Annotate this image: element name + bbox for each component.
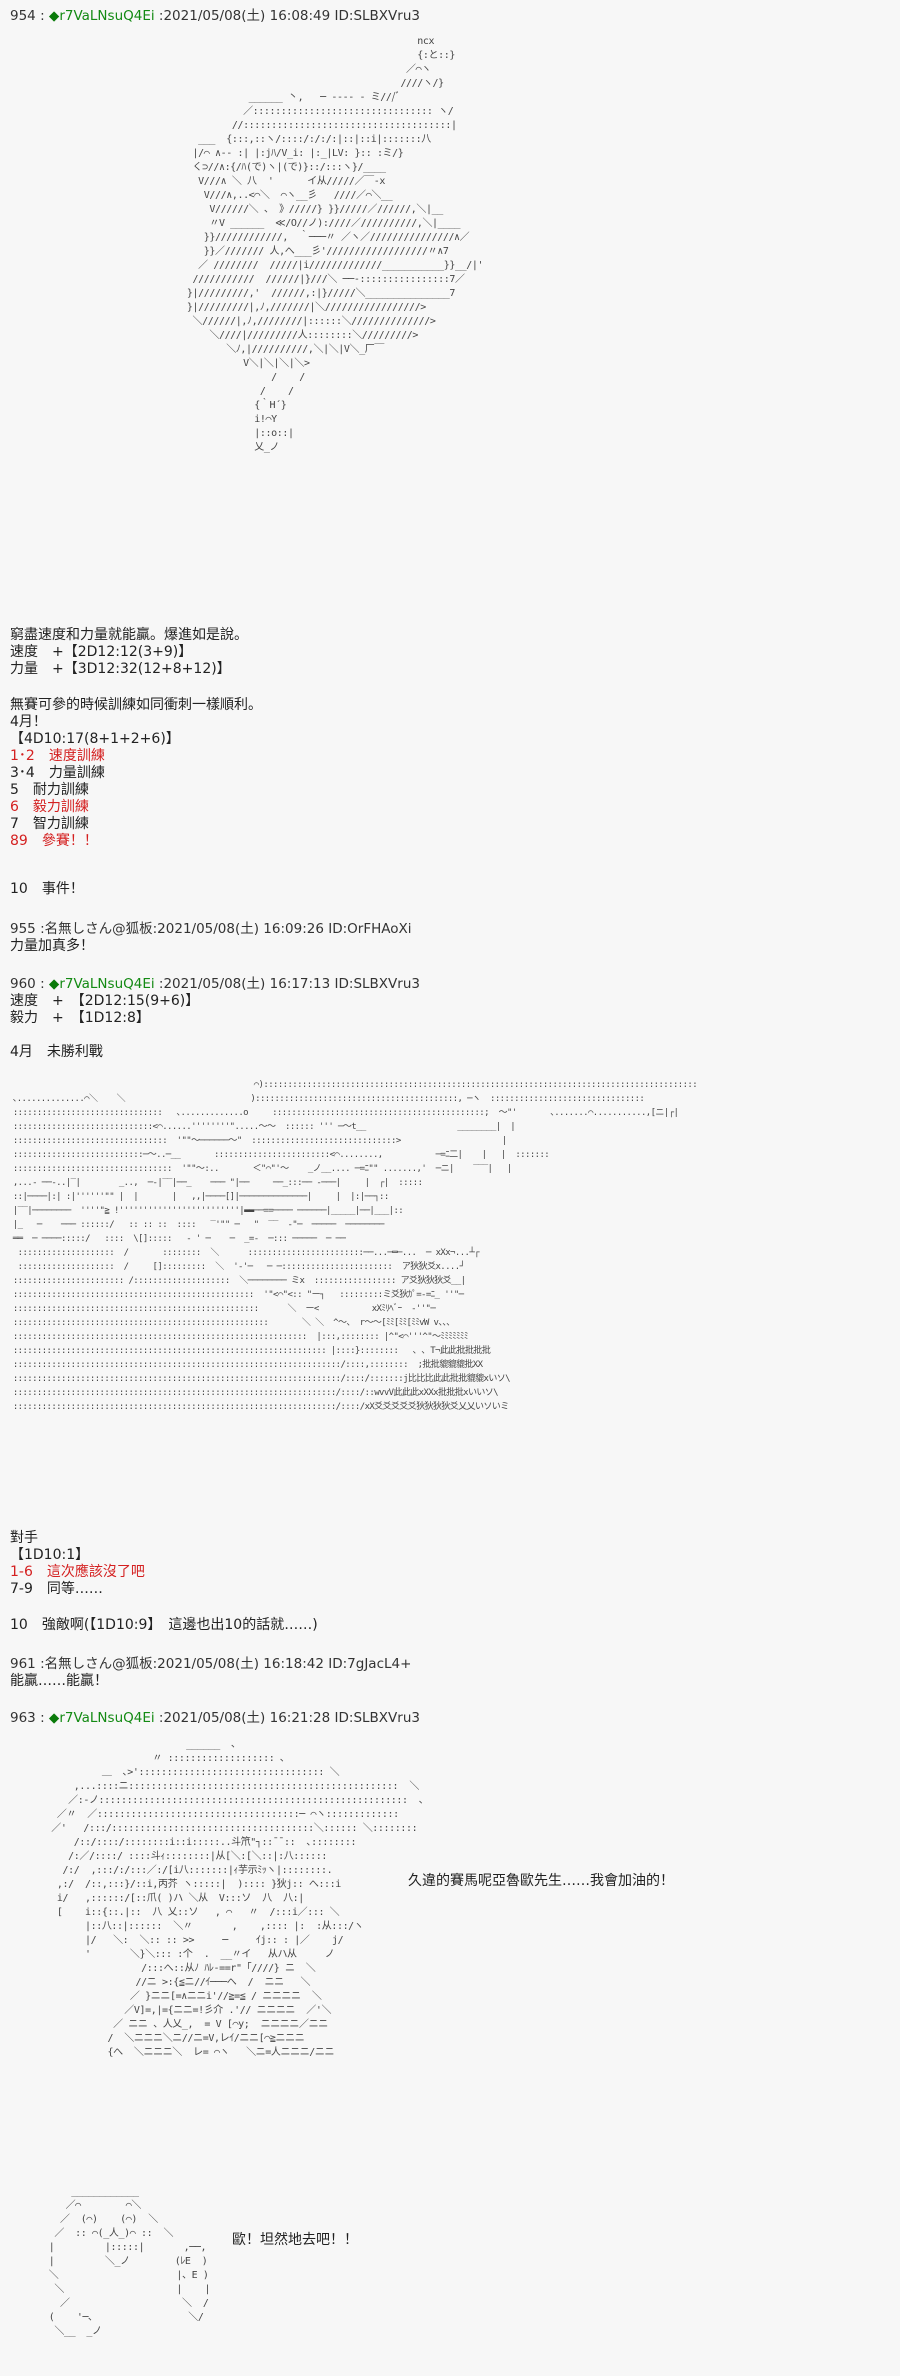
option-stamina-training: 5 耐力訓練 xyxy=(10,782,89,798)
speed-roll-line: 速度 + 【2D12:15(9+6)】 xyxy=(10,993,200,1009)
post-meta: :2021/05/08(土) 16:21:28 ID:SLBXVru3 xyxy=(154,1710,420,1726)
body-line: 4月！ xyxy=(10,714,47,730)
option-guts-training: 6 毅力訓練 xyxy=(10,799,89,815)
post-number[interactable]: 961 xyxy=(10,1656,36,1672)
tripcode-diamond-icon: ◆ xyxy=(48,1710,60,1726)
poster-name: 名無しさん@狐板 xyxy=(44,1656,153,1672)
post-header-954: 954 : ◆r7VaLNsuQ4Ei :2021/05/08(土) 16:08… xyxy=(10,8,420,24)
option-wisdom-training: 7 智力訓練 xyxy=(10,816,89,832)
poster-tripcode: r7VaLNsuQ4Ei xyxy=(59,8,155,24)
post-header-961: 961 :名無しさん@狐板:2021/05/08(土) 16:18:42 ID:… xyxy=(10,1656,412,1672)
post-header-960: 960 : ◆r7VaLNsuQ4Ei :2021/05/08(土) 16:17… xyxy=(10,976,420,992)
post-header-963: 963 : ◆r7VaLNsuQ4Ei :2021/05/08(土) 16:21… xyxy=(10,1710,420,1726)
poster-tripcode: r7VaLNsuQ4Ei xyxy=(59,976,155,992)
post-number[interactable]: 963 xyxy=(10,1710,36,1726)
ascii-art-racecourse-landscape: ⌒)::::::::::::::::::::::::::::::::::::::… xyxy=(12,1080,698,1412)
body-line: 窮盡速度和力量就能贏。爆進如是說。 xyxy=(10,627,248,643)
post-meta: :2021/05/08(土) 16:18:42 ID:7gJacL4+ xyxy=(152,1656,412,1672)
option-equal-opponent: 7-9 同等…… xyxy=(10,1581,103,1597)
ascii-art-horse-girl: ______ ､ 〃 ::::::::::::::::::: ､ ＿ ､>'::… xyxy=(51,1739,424,2058)
dice-roll-line: 【4D10:17(8+1+2+6)】 xyxy=(10,731,180,747)
post-number[interactable]: 954 xyxy=(10,8,36,24)
option-speed-training: 1･2 速度訓練 xyxy=(10,748,105,764)
post-header-955: 955 :名無しさん@狐板:2021/05/08(土) 16:09:26 ID:… xyxy=(10,921,412,937)
body-line: 無賽可參的時候訓練如同衝刺一樣順利。 xyxy=(10,697,262,713)
dice-roll-line: 【1D10:1】 xyxy=(10,1547,90,1563)
speech-line-horse-girl: 久違的賽馬呢亞魯歐先生……我會加油的！ xyxy=(408,1873,674,1889)
post-body-961: 能贏……能贏！ xyxy=(10,1673,108,1689)
opponent-label: 對手 xyxy=(10,1530,38,1546)
speech-line-yaruo: 歐！坦然地去吧！！ xyxy=(232,2232,358,2248)
power-roll-line: 力量 +【3D12:32(12+8+12)】 xyxy=(10,661,231,677)
post-meta: :2021/05/08(土) 16:17:13 ID:SLBXVru3 xyxy=(154,976,420,992)
option-strong-opponent: 10 強敵啊(【1D10:9】 這邊也出10的話就……) xyxy=(10,1617,318,1633)
race-title-line: 4月 未勝利戰 xyxy=(10,1044,103,1060)
post-number[interactable]: 955 xyxy=(10,921,36,937)
post-body-955: 力量加真多！ xyxy=(10,938,94,954)
option-weak-opponent: 1-6 這次應該沒了吧 xyxy=(10,1564,145,1580)
post-number[interactable]: 960 xyxy=(10,976,36,992)
option-event: 10 事件！ xyxy=(10,881,84,897)
post-meta: :2021/05/08(土) 16:09:26 ID:OrFHAoXi xyxy=(152,921,412,937)
ascii-art-hand-holding-bottle: ncx {:と::} ／⌒ヽ ////ヽ/} ______ 丶, ─ ‐‐‐‐ … xyxy=(186,36,484,453)
poster-name: 名無しさん@狐板 xyxy=(44,921,153,937)
tripcode-diamond-icon: ◆ xyxy=(48,976,60,992)
tripcode-diamond-icon: ◆ xyxy=(48,8,60,24)
ascii-art-yaruo-smiling: ____________ ／⌒ ⌒＼ ／ (⌒) (⌒) ＼ ／ :: ⌒(_人… xyxy=(48,2186,211,2337)
option-power-training: 3･4 力量訓練 xyxy=(10,765,105,781)
speed-roll-line: 速度 +【2D12:12(3+9)】 xyxy=(10,644,193,660)
poster-tripcode: r7VaLNsuQ4Ei xyxy=(59,1710,155,1726)
post-meta: :2021/05/08(土) 16:08:49 ID:SLBXVru3 xyxy=(154,8,420,24)
guts-roll-line: 毅力 + 【1D12:8】 xyxy=(10,1010,150,1026)
option-race-entry: 89 參賽！！ xyxy=(10,833,98,849)
